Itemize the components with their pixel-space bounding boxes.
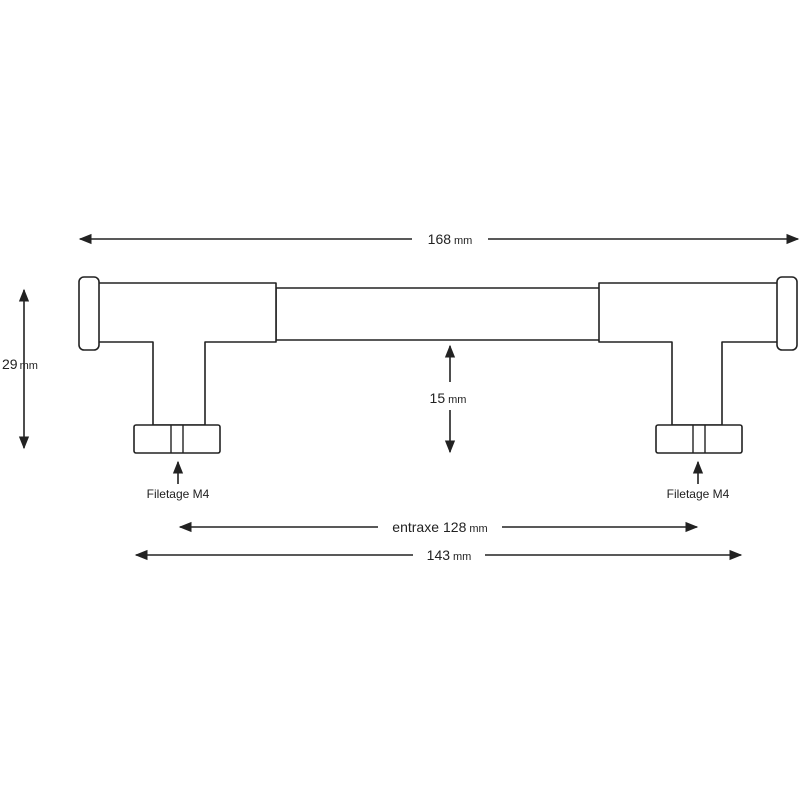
left-end-cap	[78, 276, 100, 351]
right-t-block	[598, 282, 783, 426]
left-thread-callout: Filetage M4	[147, 460, 210, 501]
left-foot	[133, 424, 221, 454]
right-thread-callout: Filetage M4	[667, 460, 730, 501]
right-foot	[655, 424, 743, 454]
right-thread-label: Filetage M4	[667, 487, 730, 501]
center-bar	[275, 287, 603, 341]
left-thread-label: Filetage M4	[147, 487, 210, 501]
right-end-cap	[776, 276, 798, 351]
handle-drawing	[78, 276, 798, 454]
left-t-block	[94, 282, 277, 426]
